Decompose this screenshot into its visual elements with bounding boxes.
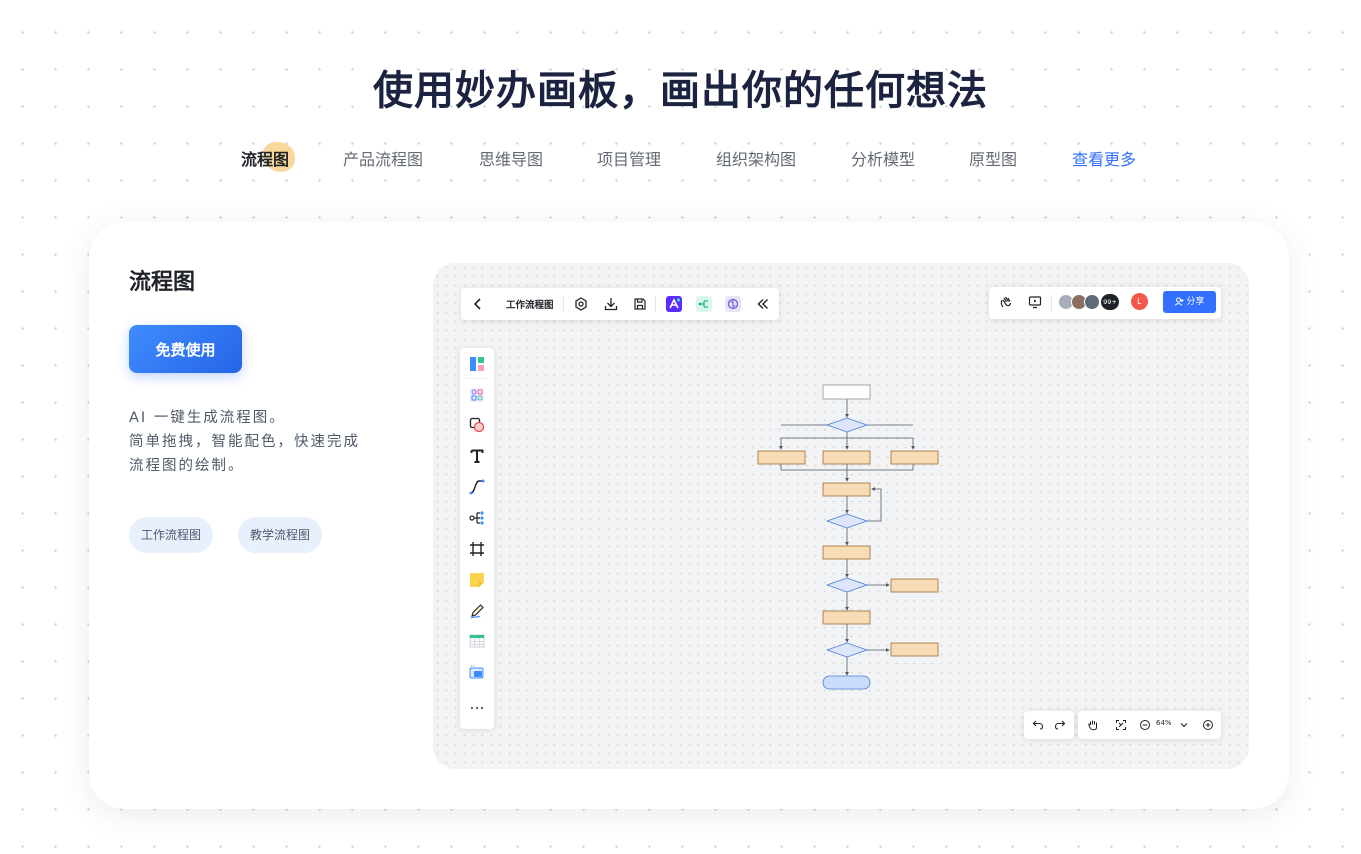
flow-process-node[interactable] [890,450,939,465]
hand-wave-icon[interactable] [999,295,1013,309]
card-title: 流程图 [129,270,196,295]
text-icon[interactable] [469,448,485,464]
redo-icon[interactable] [1054,719,1066,731]
zoom-in-icon[interactable] [1202,719,1214,731]
chip-teaching-flowchart[interactable]: 教学流程图 [238,517,323,553]
flowchart-canvas[interactable] [433,263,1249,769]
share-user-icon [1174,297,1184,306]
flow-edge [867,487,882,522]
mindmap-icon[interactable] [469,510,485,526]
divider [655,296,656,312]
media-icon[interactable] [469,664,485,680]
ai-brain-icon[interactable] [725,296,741,312]
present-icon[interactable] [1028,295,1042,309]
chevron-left-icon[interactable] [472,297,484,311]
ai-logo-icon[interactable] [666,296,682,312]
tab-flowchart[interactable]: 流程图 [241,142,295,172]
flow-process-node[interactable] [822,610,871,625]
tab-analysis-model[interactable]: 分析模型 [851,150,916,169]
flow-decision-node[interactable] [825,577,869,593]
tab-org-chart[interactable]: 组织架构图 [716,150,797,169]
editor-toolbar: 工作流程图 [461,288,779,320]
card-description: AI 一键生成流程图。 简单拖拽，智能配色，快速完成 流程图的绘制。 [129,406,409,478]
flow-process-node[interactable] [757,450,806,465]
free-use-button[interactable]: 免费使用 [129,325,242,373]
zoom-controls: 64% [1078,711,1221,739]
flow-end-node[interactable] [822,675,871,690]
user-avatar[interactable]: L [1131,293,1148,310]
category-tabs: 流程图 产品流程图 思维导图 项目管理 组织架构图 分析模型 原型图 查看更多 [0,142,1361,172]
desc-line: AI 一键生成流程图。 [129,410,286,426]
more-icon[interactable] [469,705,485,711]
desc-line: 简单拖拽，智能配色，快速完成 [129,434,360,450]
divider [466,378,488,379]
flow-decision-node[interactable] [825,417,869,433]
divider [1051,295,1052,311]
download-icon[interactable] [604,297,618,311]
share-button[interactable]: 分享 [1163,291,1216,313]
tab-view-more[interactable]: 查看更多 [1072,150,1137,169]
editor-preview: 工作流程图 99+ L 分享 [433,263,1249,769]
tool-sidebar [460,348,494,729]
zoom-out-icon[interactable] [1139,719,1151,731]
doc-name[interactable]: 工作流程图 [506,300,554,311]
fit-screen-icon[interactable] [1115,719,1127,731]
collapse-icon[interactable] [756,297,770,311]
undo-icon[interactable] [1032,719,1044,731]
tab-prototype[interactable]: 原型图 [969,150,1018,169]
feature-card: 流程图 免费使用 AI 一键生成流程图。 简单拖拽，智能配色，快速完成 流程图的… [89,222,1289,809]
flow-process-node[interactable] [822,545,871,560]
flow-process-node[interactable] [822,482,871,497]
chevron-down-icon[interactable] [1179,720,1189,730]
page-title: 使用妙办画板，画出你的任何想法 [373,68,988,114]
pen-icon[interactable] [469,603,485,619]
flow-decision-node[interactable] [825,642,869,658]
avatar[interactable] [1084,294,1100,310]
divider [563,296,564,312]
mindmap-icon[interactable] [696,296,712,312]
connector-icon[interactable] [469,479,485,495]
shape-circle-icon[interactable] [469,417,485,433]
collaborator-count[interactable]: 99+ [1101,294,1119,310]
chip-work-flowchart[interactable]: 工作流程图 [129,517,214,553]
table-icon[interactable] [469,633,485,649]
history-controls [1024,711,1074,739]
flow-start-node[interactable] [822,384,871,400]
tab-mindmap[interactable]: 思维导图 [479,150,544,169]
frame-icon[interactable] [469,541,485,557]
zoom-level[interactable]: 64% [1156,719,1172,727]
tab-product-flowchart[interactable]: 产品流程图 [343,150,424,169]
sticky-note-icon[interactable] [469,572,485,588]
save-icon[interactable] [633,297,647,311]
collab-toolbar: 99+ L 分享 [989,287,1221,319]
hand-icon[interactable] [1087,719,1099,731]
flow-process-node[interactable] [890,642,939,657]
tab-project-management[interactable]: 项目管理 [597,150,662,169]
flow-process-node[interactable] [822,450,871,465]
tab-label: 流程图 [241,150,290,169]
settings-icon[interactable] [574,297,588,311]
flow-process-node[interactable] [890,578,939,593]
shapes-icon[interactable] [469,387,485,403]
flow-decision-node[interactable] [825,513,869,529]
share-label: 分享 [1186,297,1205,307]
desc-line: 流程图的绘制。 [129,458,245,474]
template-icon[interactable] [469,356,485,372]
